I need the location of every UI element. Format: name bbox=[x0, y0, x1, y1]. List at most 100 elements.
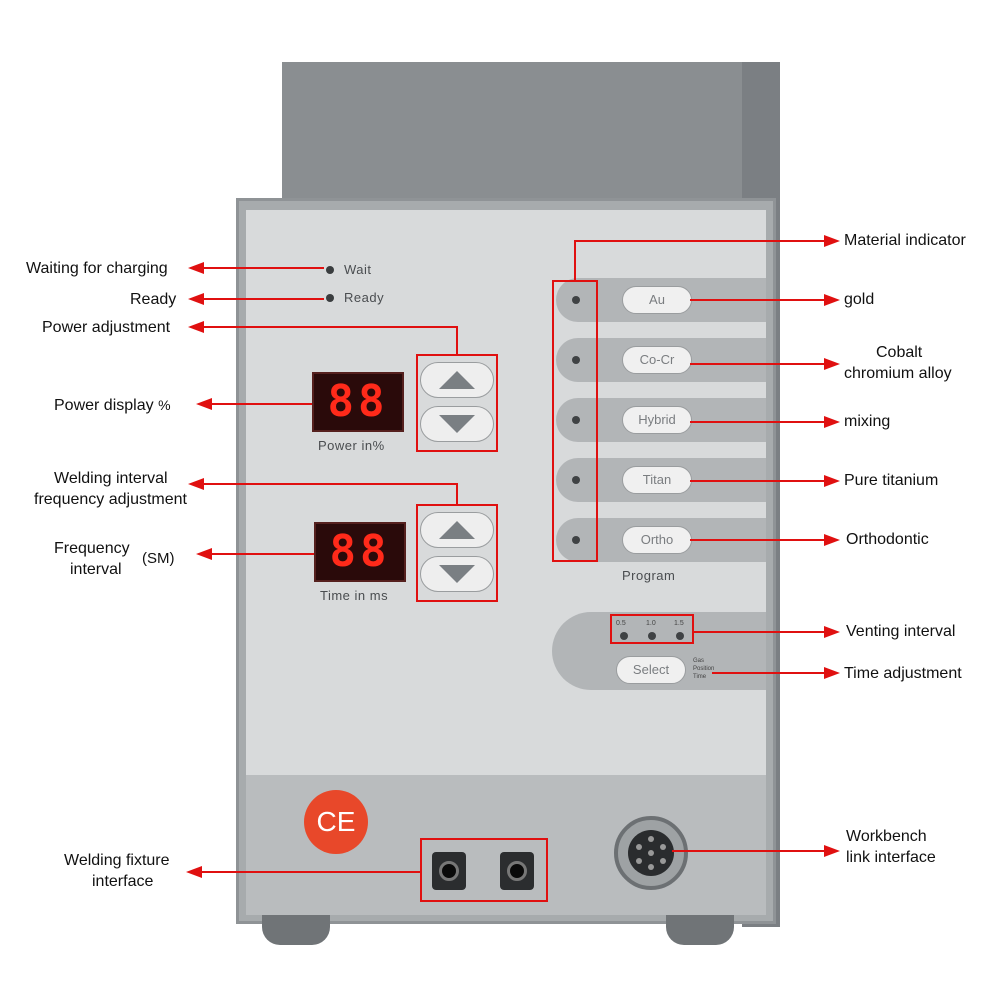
power-down-button[interactable] bbox=[420, 406, 494, 442]
wait-led bbox=[326, 266, 334, 274]
leader-line bbox=[690, 480, 826, 482]
arrow-right-icon bbox=[824, 358, 840, 370]
power-display: 88 bbox=[312, 372, 404, 432]
leader-line bbox=[712, 672, 826, 674]
label-interval: interval bbox=[70, 561, 122, 578]
leader-line bbox=[690, 363, 826, 365]
arrow-right-icon bbox=[824, 475, 840, 487]
arrow-right-icon bbox=[824, 626, 840, 638]
leader-line bbox=[202, 298, 324, 300]
fixture-highlight bbox=[420, 838, 548, 902]
fixture-socket-left[interactable] bbox=[432, 852, 466, 890]
label-mixing: mixing bbox=[844, 413, 891, 430]
program-button-ortho[interactable]: Ortho bbox=[622, 526, 692, 554]
venting-value-2: 1.5 bbox=[674, 620, 684, 627]
leader-line bbox=[690, 421, 826, 423]
time-caption: Time in ms bbox=[320, 588, 389, 603]
arrow-left-icon bbox=[196, 398, 212, 410]
power-adjust-highlight bbox=[416, 354, 498, 452]
leader-line bbox=[456, 326, 458, 354]
label-material-indicator: Material indicator bbox=[844, 232, 966, 249]
select-side-time: Time bbox=[693, 674, 707, 680]
venting-led-2 bbox=[676, 632, 684, 640]
leader-line bbox=[210, 553, 314, 555]
program-caption: Program bbox=[622, 568, 676, 583]
leader-line bbox=[574, 240, 826, 242]
arrow-up-icon bbox=[439, 521, 475, 539]
ready-label: Ready bbox=[344, 290, 385, 305]
arrow-right-icon bbox=[824, 235, 840, 247]
select-side-labels: Gas Position Time bbox=[693, 657, 714, 681]
label-workbench: Workbench bbox=[846, 828, 927, 845]
label-link-interface: link interface bbox=[846, 849, 936, 866]
right-foot bbox=[666, 915, 734, 945]
leader-line bbox=[690, 539, 826, 541]
arrow-left-icon bbox=[188, 321, 204, 333]
fixture-socket-right[interactable] bbox=[500, 852, 534, 890]
power-caption: Power in% bbox=[318, 438, 385, 453]
arrow-right-icon bbox=[824, 845, 840, 857]
program-button-cocr[interactable]: Co-Cr bbox=[622, 346, 692, 374]
connector-pins-icon bbox=[628, 830, 674, 876]
arrow-left-icon bbox=[188, 293, 204, 305]
label-chromium-alloy: chromium alloy bbox=[844, 365, 952, 382]
label-gold: gold bbox=[844, 291, 875, 308]
power-up-button[interactable] bbox=[420, 362, 494, 398]
leader-line bbox=[690, 299, 826, 301]
label-cobalt: Cobalt bbox=[876, 344, 923, 361]
program-led-cocr bbox=[572, 356, 580, 364]
arrow-up-icon bbox=[439, 371, 475, 389]
leader-line bbox=[202, 326, 458, 328]
ready-led bbox=[326, 294, 334, 302]
venting-value-0: 0.5 bbox=[616, 620, 626, 627]
leader-line bbox=[210, 403, 312, 405]
time-up-button[interactable] bbox=[420, 512, 494, 548]
label-fixture-interface: interface bbox=[92, 873, 154, 890]
leader-line bbox=[574, 240, 576, 280]
arrow-left-icon bbox=[196, 548, 212, 560]
select-button[interactable]: Select bbox=[616, 656, 686, 684]
label-power-display: Power display % bbox=[54, 397, 171, 414]
arrow-down-icon bbox=[439, 415, 475, 433]
program-led-au bbox=[572, 296, 580, 304]
arrow-right-icon bbox=[824, 534, 840, 546]
venting-highlight bbox=[610, 614, 694, 644]
frequency-adjust-highlight bbox=[416, 504, 498, 602]
leader-line bbox=[694, 631, 826, 633]
leader-line bbox=[202, 483, 458, 485]
leader-line bbox=[456, 483, 458, 504]
leader-line bbox=[672, 850, 826, 852]
left-foot bbox=[262, 915, 330, 945]
label-frequency-adjustment: frequency adjustment bbox=[34, 491, 187, 508]
select-side-gas: Gas bbox=[693, 658, 705, 664]
program-led-ortho bbox=[572, 536, 580, 544]
ce-mark-badge: CE bbox=[304, 790, 368, 854]
label-welding-fixture: Welding fixture bbox=[64, 852, 170, 869]
program-led-hybrid bbox=[572, 416, 580, 424]
label-pure-titanium: Pure titanium bbox=[844, 472, 939, 489]
label-waiting-for-charging: Waiting for charging bbox=[26, 260, 168, 277]
program-led-titan bbox=[572, 476, 580, 484]
label-frequency: Frequency bbox=[54, 540, 130, 557]
label-power-adjustment: Power adjustment bbox=[42, 319, 171, 336]
venting-led-0 bbox=[620, 632, 628, 640]
program-button-au[interactable]: Au bbox=[622, 286, 692, 314]
arrow-down-icon bbox=[439, 565, 475, 583]
venting-led-1 bbox=[648, 632, 656, 640]
workbench-connector[interactable] bbox=[614, 816, 688, 890]
arrow-right-icon bbox=[824, 294, 840, 306]
wait-label: Wait bbox=[344, 262, 372, 277]
material-indicator-highlight bbox=[552, 280, 598, 562]
time-display: 88 bbox=[314, 522, 406, 582]
label-frequency-unit: (SM) bbox=[142, 550, 175, 567]
leader-line bbox=[202, 267, 324, 269]
arrow-left-icon bbox=[186, 866, 202, 878]
machine-top bbox=[282, 62, 742, 212]
time-down-button[interactable] bbox=[420, 556, 494, 592]
label-welding-interval: Welding interval bbox=[54, 470, 168, 487]
leader-line bbox=[200, 871, 420, 873]
arrow-right-icon bbox=[824, 416, 840, 428]
program-button-titan[interactable]: Titan bbox=[622, 466, 692, 494]
label-venting-interval: Venting interval bbox=[846, 623, 956, 640]
program-button-hybrid[interactable]: Hybrid bbox=[622, 406, 692, 434]
